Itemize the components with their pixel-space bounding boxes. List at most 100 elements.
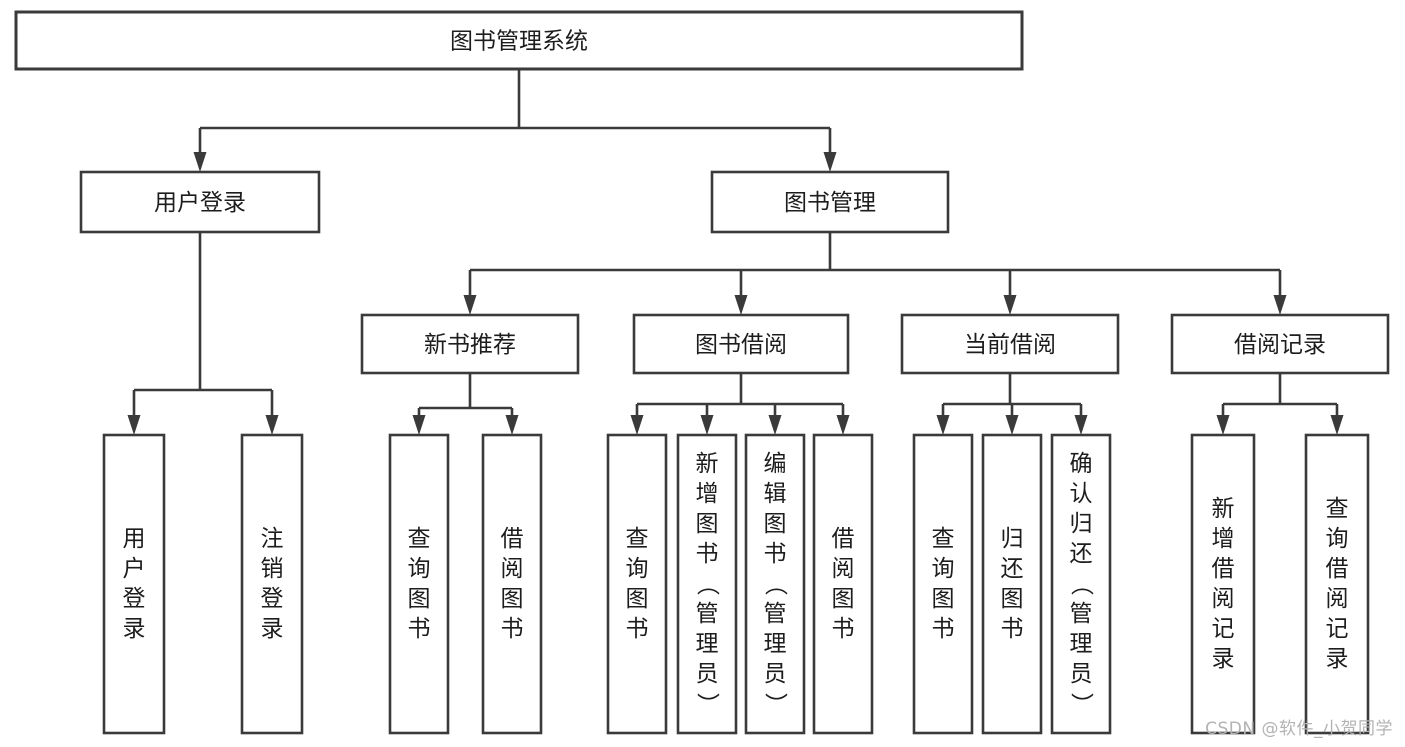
svg-text:书: 书 xyxy=(832,616,855,642)
svg-text:理: 理 xyxy=(764,631,787,657)
node-box-leaf_1[interactable] xyxy=(102,433,166,735)
edge-group-l3_c xyxy=(936,373,1088,435)
svg-text:图: 图 xyxy=(501,586,524,612)
svg-text:询: 询 xyxy=(1326,526,1349,552)
node-box-leaf_10[interactable] xyxy=(981,433,1043,735)
svg-text:书: 书 xyxy=(696,541,719,567)
node-box-leaf_5[interactable] xyxy=(606,433,668,735)
node-box-leaf_9[interactable] xyxy=(912,433,974,735)
node-l3_d[interactable]: 借阅记录 xyxy=(1170,313,1390,375)
node-box-leaf_7[interactable] xyxy=(744,433,806,735)
svg-text:查: 查 xyxy=(1326,496,1349,522)
node-root[interactable]: 图书管理系统 xyxy=(14,10,1024,71)
node-box-l3_d[interactable] xyxy=(1170,313,1390,375)
svg-text:录: 录 xyxy=(1326,646,1349,672)
edge-group-l2_b xyxy=(463,232,1287,315)
svg-text:查: 查 xyxy=(932,526,955,552)
svg-text:阅: 阅 xyxy=(501,556,524,582)
svg-text:用: 用 xyxy=(123,526,146,552)
svg-text:员: 员 xyxy=(1070,661,1093,687)
svg-text:（: （ xyxy=(762,573,788,596)
node-box-l2_a[interactable] xyxy=(79,170,321,234)
svg-text:图: 图 xyxy=(696,511,719,537)
svg-text:记: 记 xyxy=(1326,616,1349,642)
node-l2_a[interactable]: 用户登录 xyxy=(79,170,321,234)
node-l2_b[interactable]: 图书管理 xyxy=(710,170,950,234)
node-box-root[interactable] xyxy=(14,10,1024,71)
svg-text:录: 录 xyxy=(123,616,146,642)
node-l3_a[interactable]: 新书推荐 xyxy=(360,313,580,375)
node-l3_c[interactable]: 当前借阅 xyxy=(900,313,1120,375)
svg-text:借: 借 xyxy=(1326,556,1349,582)
node-layer: 图书管理系统用户登录图书管理新书推荐图书借阅当前借阅借阅记录用户登录注销登录查询… xyxy=(14,10,1390,735)
node-box-leaf_3[interactable] xyxy=(388,433,450,735)
node-box-l3_b[interactable] xyxy=(632,313,850,375)
node-box-l3_a[interactable] xyxy=(360,313,580,375)
svg-text:查: 查 xyxy=(408,526,431,552)
svg-text:借: 借 xyxy=(501,526,524,552)
svg-text:管: 管 xyxy=(1070,601,1093,627)
svg-text:阅: 阅 xyxy=(1212,586,1235,612)
svg-text:还: 还 xyxy=(1001,556,1024,582)
node-box-l2_b[interactable] xyxy=(710,170,950,234)
svg-text:员: 员 xyxy=(696,661,719,687)
svg-text:阅: 阅 xyxy=(832,556,855,582)
node-label-leaf_1: 用户登录 xyxy=(123,526,146,642)
svg-text:询: 询 xyxy=(408,556,431,582)
svg-text:（: （ xyxy=(694,573,720,596)
svg-text:登: 登 xyxy=(261,586,284,612)
node-box-leaf_13[interactable] xyxy=(1304,433,1370,735)
svg-text:还: 还 xyxy=(1070,541,1093,567)
svg-text:图: 图 xyxy=(1001,586,1024,612)
connector-layer xyxy=(127,69,1344,435)
svg-text:图: 图 xyxy=(408,586,431,612)
svg-text:录: 录 xyxy=(261,616,284,642)
node-box-leaf_8[interactable] xyxy=(812,433,874,735)
node-box-l3_c[interactable] xyxy=(900,313,1120,375)
svg-text:员: 员 xyxy=(764,661,787,687)
node-box-leaf_4[interactable] xyxy=(481,433,543,735)
svg-text:图: 图 xyxy=(626,586,649,612)
svg-text:借: 借 xyxy=(1212,556,1235,582)
node-box-leaf_11[interactable] xyxy=(1050,433,1112,735)
svg-text:编: 编 xyxy=(764,451,787,477)
node-l3_b[interactable]: 图书借阅 xyxy=(632,313,850,375)
edge-group-l3_d xyxy=(1216,373,1344,435)
svg-text:书: 书 xyxy=(932,616,955,642)
svg-text:认: 认 xyxy=(1070,481,1093,507)
svg-text:书: 书 xyxy=(764,541,787,567)
svg-text:新: 新 xyxy=(696,451,719,477)
node-box-leaf_12[interactable] xyxy=(1190,433,1256,735)
svg-text:询: 询 xyxy=(626,556,649,582)
svg-text:归: 归 xyxy=(1070,511,1093,537)
svg-text:新: 新 xyxy=(1212,496,1235,522)
svg-text:增: 增 xyxy=(696,481,719,507)
node-box-leaf_2[interactable] xyxy=(240,433,304,735)
svg-text:理: 理 xyxy=(696,631,719,657)
node-box-leaf_6[interactable] xyxy=(676,433,738,735)
svg-text:管: 管 xyxy=(696,601,719,627)
svg-text:书: 书 xyxy=(408,616,431,642)
svg-text:图: 图 xyxy=(932,586,955,612)
svg-text:（: （ xyxy=(1068,573,1094,596)
node-leaf_1[interactable]: 用户登录 xyxy=(102,433,166,735)
